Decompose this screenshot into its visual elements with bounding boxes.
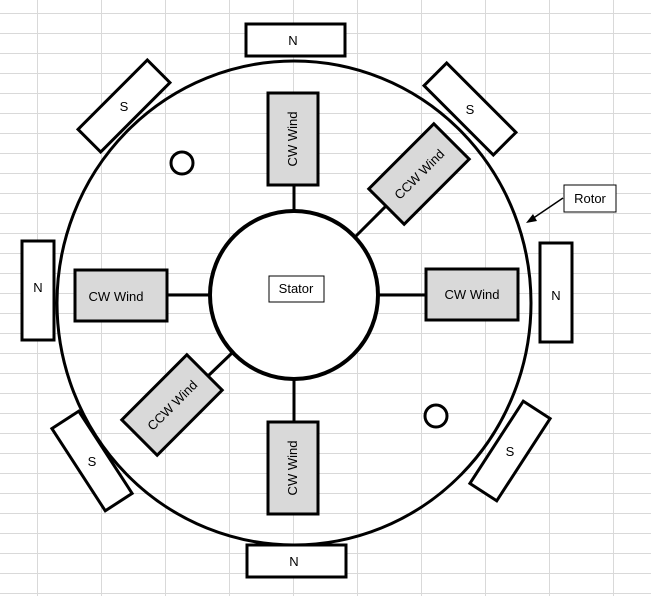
- magnet-label: N: [288, 33, 297, 48]
- magnet-label: N: [33, 280, 42, 295]
- spoke-lower-left: [205, 351, 234, 379]
- magnet-lower-left: S: [49, 409, 135, 513]
- stator-label: Stator: [279, 281, 314, 296]
- winding-label: CW Wind: [285, 112, 300, 167]
- rotor-callout-arrow: [526, 214, 537, 223]
- winding-top: CW Wind: [266, 91, 320, 187]
- winding-label: CW Wind: [445, 287, 500, 302]
- winding-bottom: CW Wind: [266, 420, 320, 516]
- magnet-label: S: [506, 444, 515, 459]
- winding-label: CW Wind: [285, 441, 300, 496]
- winding-label: CW Wind: [89, 289, 144, 304]
- magnet-right: N: [538, 241, 574, 344]
- magnet-upper-left: S: [75, 57, 173, 155]
- magnet-label: S: [466, 102, 475, 117]
- magnet-label: N: [551, 288, 560, 303]
- magnet-label: N: [289, 554, 298, 569]
- rotor-label-box: [563, 184, 617, 213]
- rotor-callout-line: [531, 197, 564, 220]
- winding-right: CW Wind: [424, 267, 520, 322]
- magnet-top: N: [244, 22, 347, 58]
- winding-lower-left: CCW Wind: [119, 352, 225, 458]
- stator-label-box: [268, 275, 325, 303]
- magnet-label: S: [120, 99, 129, 114]
- winding-upper-right: CCW Wind: [366, 121, 472, 227]
- rotor-label: Rotor: [574, 191, 606, 206]
- magnet-label: S: [88, 454, 97, 469]
- hole-circle: [169, 150, 195, 176]
- hole-circle: [423, 403, 449, 429]
- winding-left: CW Wind: [73, 268, 169, 323]
- magnet-upper-right: S: [421, 60, 519, 158]
- magnet-lower-right: S: [467, 399, 553, 503]
- magnet-bottom: N: [245, 543, 348, 579]
- magnet-left: N: [20, 239, 56, 342]
- spoke-upper-right: [354, 203, 389, 238]
